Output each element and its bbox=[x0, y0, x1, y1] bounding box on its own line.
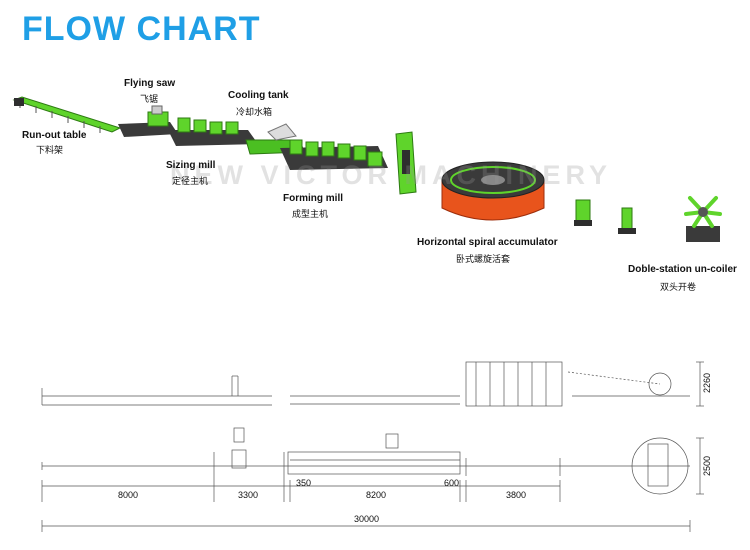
label-cooling-tank: Cooling tank bbox=[228, 90, 289, 101]
side-view bbox=[41, 361, 704, 407]
dimension-line-segments bbox=[41, 480, 561, 502]
label-run-out-table: Run-out table bbox=[22, 130, 87, 141]
horizontal-spiral-accumulator-illustration bbox=[441, 161, 545, 221]
sizing-mill-illustration bbox=[168, 117, 258, 146]
dimension-total: 30000 bbox=[354, 514, 380, 524]
page-title: FLOW CHART bbox=[22, 10, 261, 48]
straightener-illustration bbox=[574, 199, 592, 226]
label-run-out-table-zh: 下料架 bbox=[36, 146, 64, 156]
label-horizontal-spiral-accumulator: Horizontal spiral accumulator bbox=[417, 237, 558, 248]
dimension-segment-3: 350 bbox=[296, 478, 312, 488]
label-doble-station-un-coiler-zh: 双头开卷 bbox=[660, 283, 697, 293]
label-horizontal-spiral-accumulator-zh: 卧式螺旋活套 bbox=[456, 255, 511, 265]
dimension-segment-4: 8200 bbox=[366, 490, 387, 500]
dimension-segment-5: 600 bbox=[444, 478, 460, 488]
dimension-height-side: 2260 bbox=[702, 372, 713, 394]
shear-illustration bbox=[618, 207, 636, 234]
dimension-segment-1: 8000 bbox=[118, 490, 139, 500]
label-sizing-mill: Sizing mill bbox=[166, 160, 216, 171]
label-flying-saw-zh: 飞锯 bbox=[140, 95, 159, 105]
dimension-segment-2: 3300 bbox=[238, 490, 259, 500]
forming-mill-illustration bbox=[280, 139, 388, 170]
label-doble-station-un-coiler: Doble-station un-coiler bbox=[628, 264, 737, 275]
label-forming-mill: Forming mill bbox=[283, 193, 343, 204]
label-flying-saw: Flying saw bbox=[124, 78, 176, 89]
label-forming-mill-zh: 成型主机 bbox=[292, 210, 329, 220]
production-line-illustration bbox=[12, 96, 722, 242]
dimension-width-top: 2500 bbox=[702, 455, 713, 477]
entry-guide-illustration bbox=[395, 131, 417, 195]
label-cooling-tank-zh: 冷却水箱 bbox=[236, 108, 273, 118]
dimension-segment-6: 3800 bbox=[506, 490, 527, 500]
dimension-line-total bbox=[41, 520, 691, 532]
top-view bbox=[41, 427, 704, 495]
doble-station-un-coiler-illustration bbox=[684, 196, 722, 242]
label-sizing-mill-zh: 定径主机 bbox=[172, 177, 209, 187]
flying-saw-illustration bbox=[118, 105, 178, 137]
watermark: NEW VICTOR MACHINERY bbox=[170, 160, 613, 190]
